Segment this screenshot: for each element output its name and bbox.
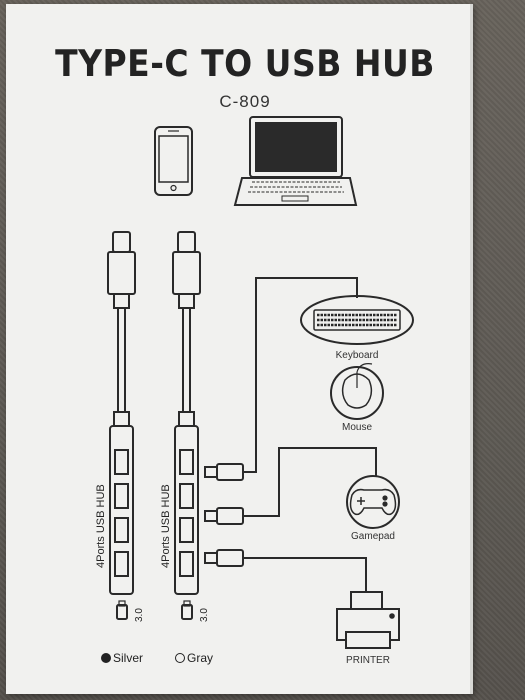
usb-plug-keyboard-icon — [204, 277, 358, 481]
hub-silver-version: 3.0 — [134, 608, 145, 622]
keyboard-icon — [300, 295, 414, 345]
usb-plug-gamepad-icon — [204, 447, 377, 525]
smartphone-icon — [154, 126, 193, 196]
gamepad-label: Gamepad — [351, 531, 395, 542]
printer-icon — [336, 591, 400, 649]
keyboard-label: Keyboard — [335, 350, 379, 361]
model-number: C-809 — [219, 92, 271, 111]
radio-filled-icon — [101, 653, 111, 663]
usb-hub-gray-icon — [172, 231, 201, 620]
mouse-label: Mouse — [341, 422, 372, 433]
laptop-icon — [233, 116, 358, 206]
usb-hub-silver-icon — [107, 231, 136, 620]
mouse-icon — [330, 363, 384, 420]
color-option-gray: Gray — [175, 651, 213, 665]
box-title: TYPE-C TO USB HUB — [55, 42, 435, 85]
hub-silver-label: 4Ports USB HUB — [95, 484, 107, 568]
gamepad-icon — [346, 475, 400, 529]
radio-empty-icon — [175, 653, 185, 663]
color-option-silver: Silver — [101, 651, 143, 665]
color-option-gray-label: Gray — [187, 651, 214, 665]
printer-label: PRINTER — [346, 655, 390, 666]
hub-gray-version: 3.0 — [199, 608, 210, 622]
product-box — [6, 4, 473, 694]
hub-gray-label: 4Ports USB HUB — [160, 484, 172, 568]
usb-plug-printer-icon — [204, 549, 367, 592]
color-option-silver-label: Silver — [113, 651, 144, 665]
